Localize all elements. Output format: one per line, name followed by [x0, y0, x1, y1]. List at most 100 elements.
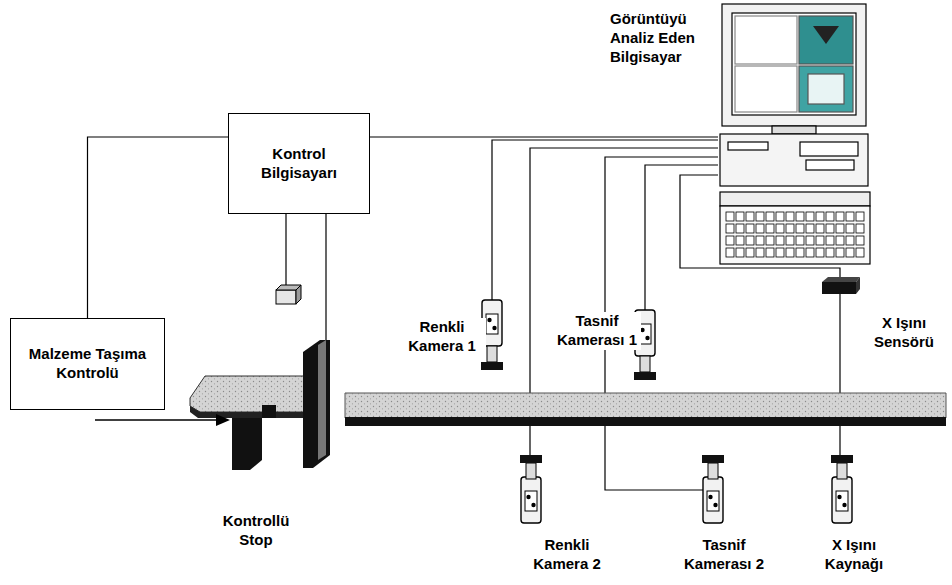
camera-body: [703, 477, 723, 523]
camera-label: Renkli Kamera 1: [398, 318, 486, 356]
camera-panel: [836, 491, 848, 511]
key: [796, 236, 804, 245]
connector-line: [88, 137, 229, 318]
camera-lens: [702, 455, 724, 463]
key: [786, 212, 794, 221]
key: [776, 212, 784, 221]
key: [736, 212, 744, 221]
key: [856, 248, 864, 257]
key: [826, 248, 834, 257]
camera-neck: [640, 356, 650, 372]
analysis-computer: Görüntüyü Analiz Eden Bilgisayar: [718, 4, 870, 266]
controlled-stop: [190, 285, 330, 470]
camera-symbol: [831, 455, 853, 523]
key: [786, 248, 794, 257]
source-label: X Işını Kaynağı: [806, 536, 902, 574]
key: [806, 224, 814, 233]
key: [736, 224, 744, 233]
computer-illustration: [720, 4, 870, 264]
key: [856, 224, 864, 233]
camera-panel: [525, 491, 537, 511]
camera-panel: [486, 314, 498, 334]
key: [836, 236, 844, 245]
key: [826, 212, 834, 221]
camera-led: [837, 495, 841, 499]
feed-arrow: [95, 414, 230, 426]
key: [796, 248, 804, 257]
camera-lens: [481, 362, 503, 370]
connector-line: [370, 137, 718, 138]
camera-lens: [634, 372, 656, 380]
key: [726, 236, 734, 245]
key: [756, 236, 764, 245]
camera-neck: [837, 463, 847, 479]
key: [816, 212, 824, 221]
box-label: Malzeme Taşıma Kontrolü: [19, 345, 156, 383]
key: [806, 212, 814, 221]
key: [766, 248, 774, 257]
key: [746, 236, 754, 245]
camera-label: Tasnif Kamerası 1: [553, 312, 641, 350]
camera-led: [842, 503, 846, 507]
camera-body: [832, 477, 852, 523]
key: [836, 212, 844, 221]
key: [816, 236, 824, 245]
conveyor-belt: [345, 393, 946, 426]
key: [796, 212, 804, 221]
key: [756, 212, 764, 221]
key: [746, 212, 754, 221]
connector-path: [88, 137, 229, 318]
control-computer-box: Kontrol Bilgisayarı: [228, 113, 370, 214]
key: [746, 224, 754, 233]
key: [726, 224, 734, 233]
key: [776, 224, 784, 233]
box-label: Kontrol Bilgisayarı: [237, 145, 361, 183]
camera-neck: [487, 346, 497, 362]
camera-neck: [708, 463, 718, 479]
key: [836, 248, 844, 257]
key: [726, 248, 734, 257]
key: [816, 224, 824, 233]
computer-heading: Görüntüyü Analiz Eden Bilgisayar: [610, 10, 706, 66]
key: [836, 224, 844, 233]
key: [776, 236, 784, 245]
key: [746, 248, 754, 257]
key: [856, 212, 864, 221]
camera-led: [645, 336, 649, 340]
key: [796, 224, 804, 233]
key: [816, 248, 824, 257]
key: [736, 236, 744, 245]
camera-led: [713, 503, 717, 507]
camera-lens: [520, 455, 542, 463]
key: [786, 224, 794, 233]
key: [826, 236, 834, 245]
key: [766, 236, 774, 245]
key: [736, 248, 744, 257]
camera-symbol: [520, 455, 542, 523]
key: [846, 248, 854, 257]
camera-led: [487, 318, 491, 322]
camera-neck: [526, 463, 536, 479]
key: [846, 212, 854, 221]
key: [846, 224, 854, 233]
camera-label: Renkli Kamera 2: [521, 536, 613, 574]
key: [776, 248, 784, 257]
key: [806, 248, 814, 257]
camera-led: [531, 503, 535, 507]
camera-panel: [707, 491, 719, 511]
material-handling-box: Malzeme Taşıma Kontrolü: [10, 318, 165, 410]
key: [756, 224, 764, 233]
key: [786, 236, 794, 245]
camera-led: [526, 495, 530, 499]
key: [846, 236, 854, 245]
key: [856, 236, 864, 245]
sensor-label: X Işını Sensörü: [860, 314, 948, 352]
connector-path: [370, 136, 718, 137]
key: [766, 224, 774, 233]
camera-lens: [831, 455, 853, 463]
xray-sensor: [822, 277, 860, 294]
key: [806, 236, 814, 245]
camera-label: Tasnif Kamerası 2: [676, 536, 772, 574]
